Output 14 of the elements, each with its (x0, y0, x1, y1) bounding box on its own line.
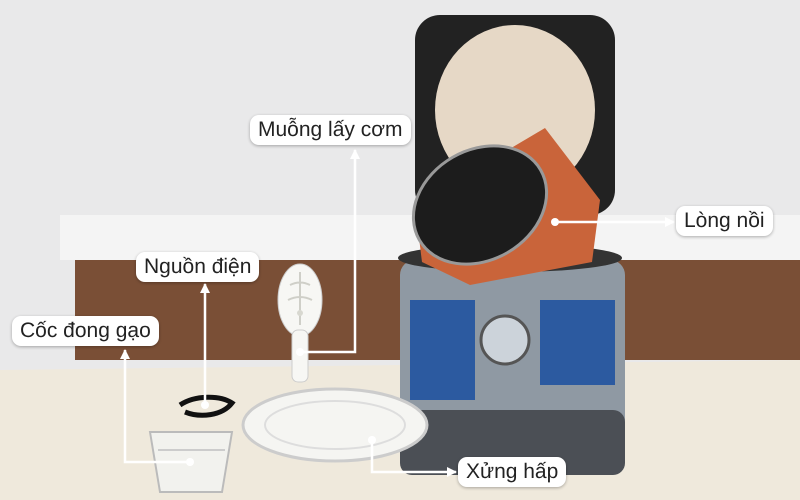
callout-label: Cốc đong gạo (12, 316, 159, 346)
callout-label: Muỗng lấy cơm (250, 115, 410, 145)
callout-label: Lòng nồi (676, 206, 773, 236)
inner-pot-drawing (412, 128, 600, 285)
callout-label: Nguồn điện (136, 252, 260, 282)
leader-line (296, 149, 360, 356)
rice-paddle-drawing (278, 264, 322, 382)
callout-label: Xửng hấp (458, 457, 566, 487)
leader-line (120, 349, 194, 466)
leader-line (200, 283, 210, 409)
leader-line (368, 436, 457, 477)
power-cord-drawing (178, 394, 234, 418)
leader-line (551, 217, 675, 227)
steamer-tray-drawing (242, 388, 428, 462)
